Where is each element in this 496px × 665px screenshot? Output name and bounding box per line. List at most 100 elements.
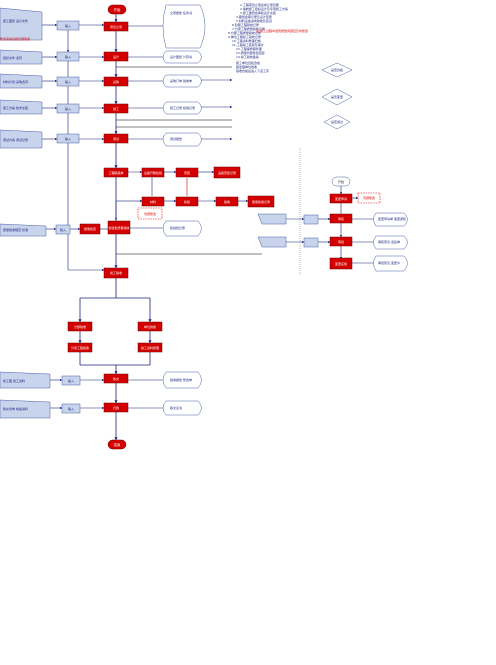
svg-text:变更申请单 变更通知: 变更申请单 变更通知 <box>378 216 406 221</box>
final-step-2: 归档 <box>103 402 129 413</box>
svg-text:施工单位自检合格: 施工单位自检合格 <box>236 60 260 65</box>
svg-text:施工图纸 设计文件: 施工图纸 设计文件 <box>3 18 28 23</box>
right-step-1: 变更申请 <box>329 193 353 204</box>
svg-text:移交证书: 移交证书 <box>170 405 182 410</box>
branch-top-2: 设备开箱检验 <box>141 167 165 178</box>
branch-top-3: 安装 <box>175 167 199 178</box>
svg-text:设计: 设计 <box>113 54 119 59</box>
left-support-lines <box>42 23 105 410</box>
input-shape-5 <box>0 129 43 149</box>
svg-text:验收: 验收 <box>224 199 230 204</box>
svg-text:分部验收: 分部验收 <box>74 324 86 329</box>
svg-text:4.图纸会审记录及设计变更: 4.图纸会审记录及设计变更 <box>236 14 272 19</box>
right-step-3: 审批 <box>329 236 353 247</box>
svg-text:施工: 施工 <box>113 106 119 111</box>
input-shape-r1 <box>257 213 287 225</box>
merge-step-1: 质量检查 <box>79 223 101 235</box>
branch-top-4: 设备安装记录 <box>213 166 241 179</box>
final-step-1: 移交 <box>103 373 129 384</box>
left-branch-1: 分部验收 <box>67 321 93 332</box>
svg-text:检验批质量验收: 检验批质量验收 <box>108 225 129 230</box>
input-shape-3 <box>0 73 43 89</box>
input-io-labels: 输入 输入 输入 输入 输入 输入 输入 输入 <box>60 23 74 411</box>
svg-text:是否变更: 是否变更 <box>331 94 343 99</box>
svg-text:变更实施: 变更实施 <box>335 261 347 266</box>
svg-text:项目立项: 项目立项 <box>110 24 122 29</box>
doc-shape-6 <box>162 220 202 237</box>
io-box-r1 <box>303 214 319 225</box>
svg-text:6.隐蔽工程验收记录: 6.隐蔽工程验收记录 <box>232 22 259 27</box>
svg-text:采购订单 验收单: 采购订单 验收单 <box>170 78 192 83</box>
svg-text:审批: 审批 <box>338 239 344 244</box>
input-shapes <box>0 7 287 419</box>
decision-diamonds <box>321 62 353 130</box>
io-box-5 <box>56 133 80 144</box>
svg-text:输入: 输入 <box>60 227 66 232</box>
svg-text:调试方案 调试记录: 调试方案 调试记录 <box>3 137 28 142</box>
svg-text:竣工验收: 竣工验收 <box>110 270 122 275</box>
svg-text:整改完成后报监理验收: 整改完成后报监理验收 <box>0 36 30 41</box>
io-box-3 <box>56 76 80 87</box>
svg-text:输入: 输入 <box>65 23 71 28</box>
decision-1 <box>321 62 353 78</box>
svg-text:输入: 输入 <box>65 79 71 84</box>
input-shape-4 <box>0 99 43 115</box>
doc-shape-r3 <box>373 255 408 272</box>
svg-text:输入: 输入 <box>65 106 71 111</box>
output-connectors <box>128 24 233 410</box>
branch-mid-4: 质量检验记录 <box>247 195 275 208</box>
terminator-right-start: 开始 <box>331 176 351 187</box>
svg-text:竣工图 竣工资料: 竣工图 竣工资料 <box>3 378 25 383</box>
svg-text:是否合格: 是否合格 <box>331 67 343 72</box>
svg-text:分项工程验收: 分项工程验收 <box>71 345 89 350</box>
doc-shape-r1 <box>373 212 408 227</box>
svg-text:审核: 审核 <box>338 216 344 221</box>
process-step-1: 项目立项 <box>103 21 129 32</box>
svg-text:5.材料设备进场验收及复试: 5.材料设备进场验收及复试 <box>236 18 272 23</box>
svg-text:设备安装记录: 设备安装记录 <box>218 170 236 175</box>
svg-text:移交清单 档案资料: 移交清单 档案资料 <box>3 406 28 411</box>
top-notes: 1.工程项目立项后成立项目部 2.编制施工组织设计及专项施工方案 3.施工图纸会… <box>228 2 288 59</box>
svg-text:检验: 检验 <box>184 199 190 204</box>
process-step-2: 设计 <box>103 51 129 62</box>
decision-3 <box>323 114 351 130</box>
doc-shape-1 <box>162 4 206 49</box>
svg-text:12.工程保修期管理: 12.工程保修期管理 <box>236 46 262 51</box>
svg-text:审批意见 变更令: 审批意见 变更令 <box>378 260 400 265</box>
svg-text:检验批记录: 检验批记录 <box>170 225 185 230</box>
decision-labels: 是否合格 是否变更 是否通过 <box>331 67 343 124</box>
svg-text:输入: 输入 <box>68 378 74 383</box>
svg-text:验收报告 整改单: 验收报告 整改单 <box>170 377 192 382</box>
start-label: 开始 <box>114 7 121 12</box>
doc-shape-r2 <box>373 235 408 250</box>
svg-text:输入: 输入 <box>65 136 71 141</box>
output-docs <box>162 4 408 416</box>
doc-shape-8 <box>162 400 202 416</box>
right-branch-1: 单位验收 <box>137 321 163 332</box>
input-shape-6 <box>0 223 47 237</box>
io-box-4 <box>56 103 80 114</box>
doc-shape-2 <box>162 50 202 64</box>
input-shape-r2 <box>257 236 287 248</box>
svg-text:13.质量问题整改回复: 13.质量问题整改回复 <box>236 50 265 55</box>
merge-step-2: 检验批质量验收 <box>107 220 131 235</box>
svg-text:11.工程竣工结算及审计: 11.工程竣工结算及审计 <box>232 42 264 47</box>
svg-text:是否通过: 是否通过 <box>331 119 343 124</box>
svg-text:3.施工图纸会审和设计交底: 3.施工图纸会审和设计交底 <box>240 10 276 15</box>
svg-text:14.竣工验收备案: 14.竣工验收备案 <box>236 54 259 59</box>
input-shape-labels: 施工图纸 设计文件 招标文件 合同 材料计划 采购合同 施工方案 技术交底 调试… <box>3 18 28 411</box>
process-step-5: 调试 <box>103 133 129 144</box>
input-shape-8 <box>0 399 51 419</box>
svg-text:7.分项工程质量验收记录: 7.分项工程质量验收记录 <box>232 26 265 31</box>
svg-text:调试: 调试 <box>113 136 119 141</box>
input-shape-2 <box>0 49 43 65</box>
right-branch-2: 竣工资料整理 <box>137 342 163 353</box>
branch-mid-2: 检验 <box>175 196 199 207</box>
svg-text:施工记录 检验记录: 施工记录 检验记录 <box>170 105 195 110</box>
svg-text:工程联络单: 工程联络单 <box>108 170 123 175</box>
svg-text:设计图纸 计算书: 设计图纸 计算书 <box>170 54 192 59</box>
right-step-2: 审核 <box>329 213 353 224</box>
terminator-start: 开始 <box>107 4 127 15</box>
right-start-label: 开始 <box>338 179 344 184</box>
